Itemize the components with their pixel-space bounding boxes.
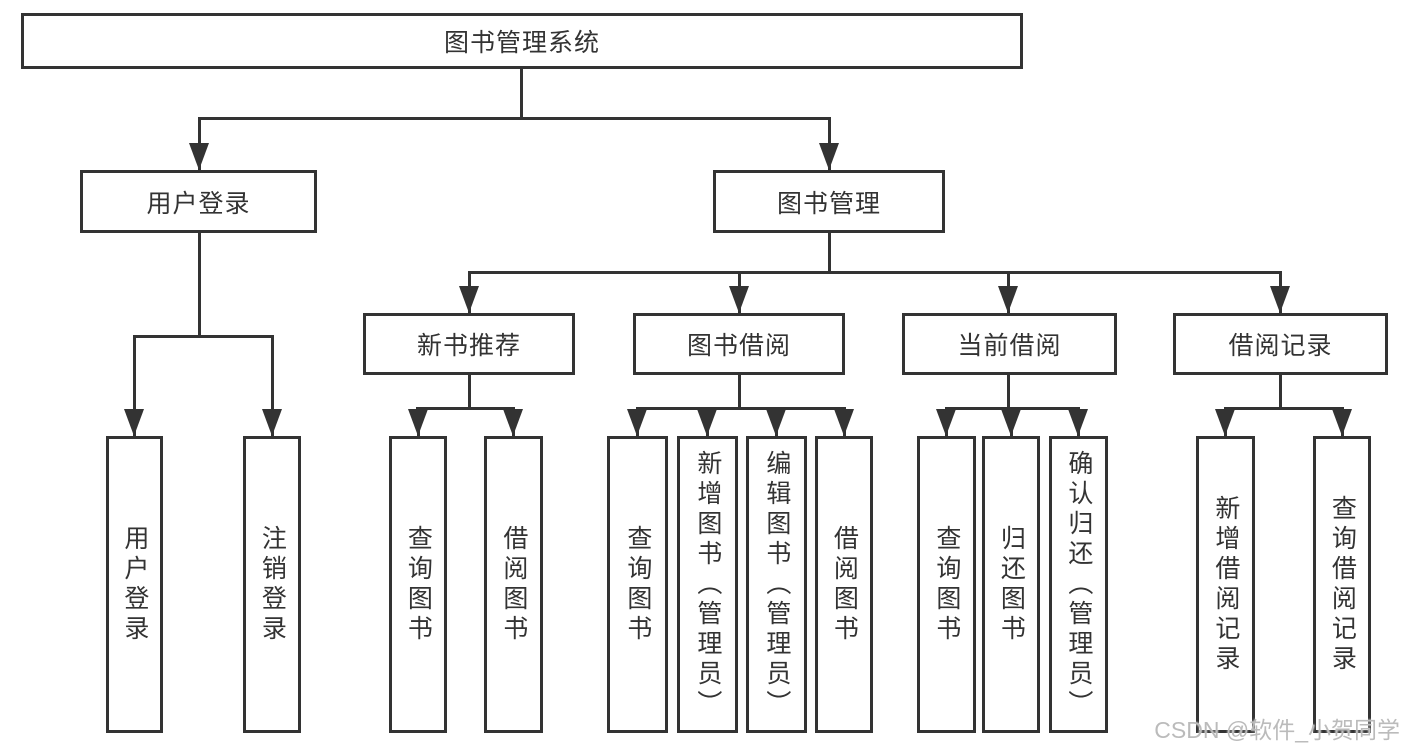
connector-line <box>133 335 274 338</box>
node-label: 当前借阅 <box>957 332 1062 360</box>
leaf-logout: 注销登录 <box>243 436 301 733</box>
connector-line <box>738 375 741 409</box>
connector-line <box>1224 407 1344 410</box>
node-label: 借阅图书 <box>499 524 528 645</box>
connector-line <box>198 233 201 338</box>
leaf-query-borrow-record: 查询借阅记录 <box>1313 436 1371 733</box>
node-label: 借阅图书 <box>830 524 859 645</box>
node-label: 借阅记录 <box>1228 332 1333 360</box>
arrow-down-icon <box>1068 409 1088 436</box>
arrow-down-icon <box>729 286 749 313</box>
node-book-borrowing: 图书借阅 <box>633 313 845 375</box>
node-label: 用户登录 <box>120 524 149 645</box>
arrow-down-icon <box>936 409 956 436</box>
leaf-add-borrow-record: 新增借阅记录 <box>1196 436 1255 733</box>
arrow-down-icon <box>834 409 854 436</box>
connector-line <box>636 407 846 410</box>
arrow-down-icon <box>627 409 647 436</box>
node-label: 查询图书 <box>623 524 652 645</box>
leaf-query-books-current: 查询图书 <box>917 436 976 733</box>
arrow-down-icon <box>1001 409 1021 436</box>
node-label: 新增借阅记录 <box>1211 494 1240 675</box>
node-label: 图书借阅 <box>686 332 791 360</box>
leaf-confirm-return-admin: 确认归还（管理员） <box>1049 436 1108 733</box>
connector-line <box>828 233 831 273</box>
arrow-down-icon <box>262 409 282 436</box>
connector-line <box>468 375 471 409</box>
arrow-down-icon <box>503 409 523 436</box>
connector-line <box>198 117 831 120</box>
leaf-borrow-books-borrowing: 借阅图书 <box>815 436 873 733</box>
leaf-add-book-admin: 新增图书（管理员） <box>677 436 738 733</box>
node-label: 归还图书 <box>997 524 1026 645</box>
arrow-down-icon <box>189 143 209 170</box>
arrow-down-icon <box>819 143 839 170</box>
node-label: 注销登录 <box>258 524 287 645</box>
leaf-return-books: 归还图书 <box>982 436 1040 733</box>
connector-line <box>1279 375 1282 409</box>
node-label: 查询图书 <box>932 524 961 645</box>
csdn-watermark: CSDN @软件_小贺同学 <box>1154 717 1400 743</box>
node-label: 编辑图书（管理员） <box>762 449 791 720</box>
node-borrowing-records: 借阅记录 <box>1173 313 1388 375</box>
connector-line <box>416 407 515 410</box>
node-label: 确认归还（管理员） <box>1064 449 1093 720</box>
leaf-query-books-borrowing: 查询图书 <box>607 436 668 733</box>
node-label: 新书推荐 <box>416 332 521 360</box>
node-label: 图书管理系统 <box>443 29 600 57</box>
leaf-borrow-books-recommend: 借阅图书 <box>484 436 543 733</box>
arrow-down-icon <box>1270 286 1290 313</box>
node-user-login: 用户登录 <box>80 170 317 233</box>
node-root: 图书管理系统 <box>21 13 1023 69</box>
arrow-down-icon <box>459 286 479 313</box>
leaf-edit-book-admin: 编辑图书（管理员） <box>746 436 807 733</box>
connector-line <box>468 271 1282 274</box>
arrow-down-icon <box>697 409 717 436</box>
node-label: 新增图书（管理员） <box>693 449 722 720</box>
connector-line <box>1007 375 1010 409</box>
connector-line <box>133 335 136 436</box>
node-current-borrowing: 当前借阅 <box>902 313 1117 375</box>
leaf-user-login: 用户登录 <box>106 436 163 733</box>
leaf-query-books-recommend: 查询图书 <box>389 436 447 733</box>
node-new-book-recommendation: 新书推荐 <box>363 313 575 375</box>
node-book-management: 图书管理 <box>713 170 945 233</box>
connector-line <box>520 69 523 119</box>
node-label: 查询图书 <box>404 524 433 645</box>
arrow-down-icon <box>124 409 144 436</box>
arrow-down-icon <box>998 286 1018 313</box>
connector-line <box>271 335 274 436</box>
arrow-down-icon <box>1215 409 1235 436</box>
node-label: 查询借阅记录 <box>1328 494 1357 675</box>
arrow-down-icon <box>408 409 428 436</box>
arrow-down-icon <box>1332 409 1352 436</box>
node-label: 图书管理 <box>776 189 881 218</box>
node-label: 用户登录 <box>146 189 251 218</box>
arrow-down-icon <box>766 409 786 436</box>
